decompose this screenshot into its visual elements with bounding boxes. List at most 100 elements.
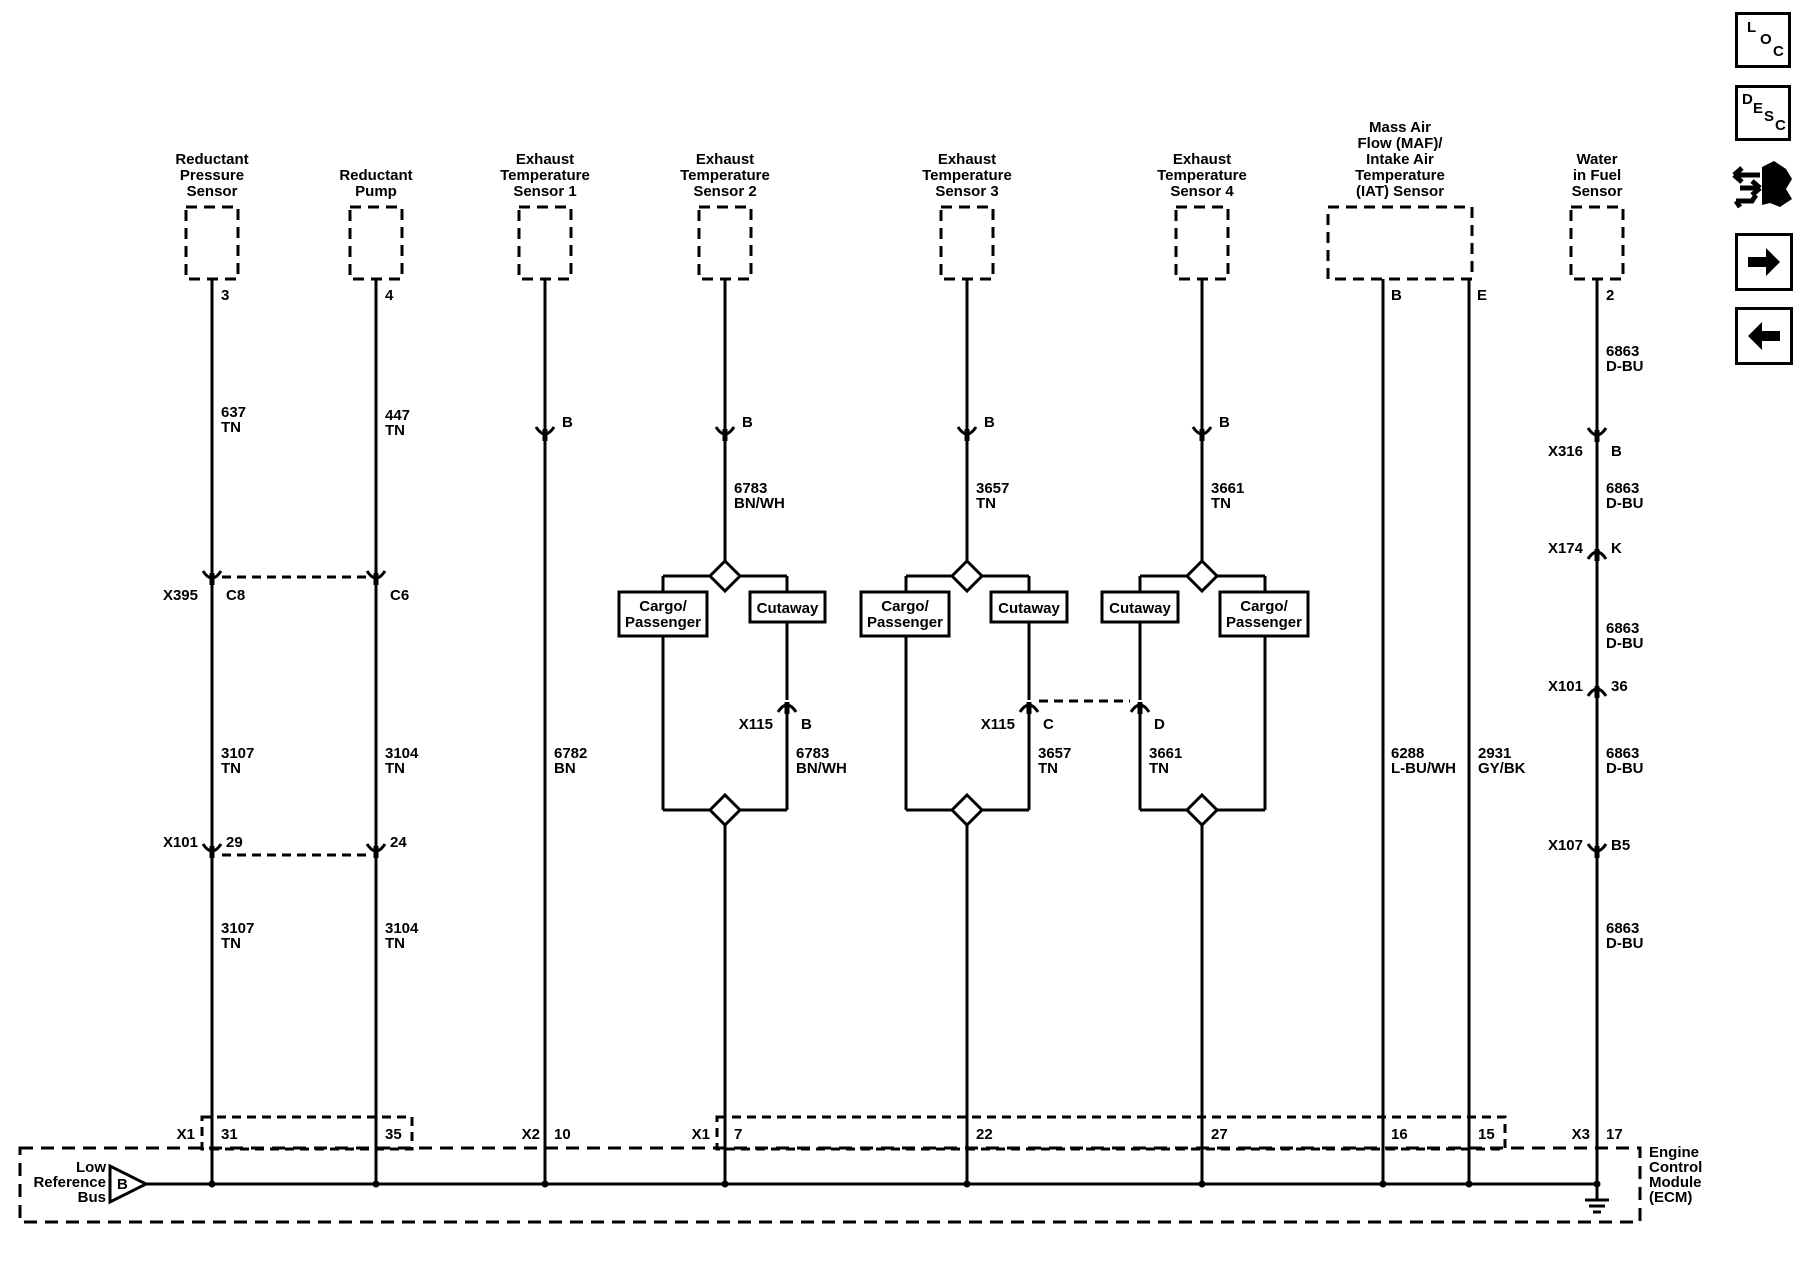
maf-iat-sensor-name: Mass Air (1369, 119, 1431, 136)
x115-b-pin: B (801, 716, 812, 733)
wire-3657a-color: TN (976, 495, 996, 512)
bus-splice-dot (372, 1180, 380, 1188)
bus-splice-dot (541, 1180, 549, 1188)
ets4-cargo-passenger-label: Passenger (1226, 614, 1302, 631)
ecm-pin: 7 (734, 1126, 742, 1143)
connector-pin (1026, 702, 1032, 714)
ecm-x1-label-a: X1 (177, 1126, 195, 1143)
wire-447-circuit: 447 (385, 407, 410, 424)
ets2-cargo-passenger-label: Passenger (625, 614, 701, 631)
ecm-x2-label: X2 (522, 1126, 540, 1143)
wire-6783b-color: BN/WH (796, 760, 847, 777)
ets1-connector-label: B (562, 414, 573, 431)
reductant-pressure-sensor-name: Reductant (175, 151, 248, 168)
connector-pin (784, 702, 790, 714)
wire-6863b-color: D-BU (1606, 495, 1644, 512)
bus-label: Bus (78, 1189, 106, 1206)
bus-label: Low (76, 1159, 106, 1176)
wire-3104b-circuit: 3104 (385, 920, 419, 937)
maf-pin-e: E (1477, 287, 1487, 304)
exhaust-temp-sensor-3-name: Sensor 3 (935, 183, 998, 200)
wire-6288-circuit: 6288 (1391, 745, 1424, 762)
ets3-bottom-splice (949, 792, 985, 828)
connector-x101-36 (1586, 686, 1608, 698)
maf-iat-sensor-name: (IAT) Sensor (1356, 183, 1444, 200)
reductant-pump-body (348, 205, 404, 281)
connector-ets2-b (714, 426, 736, 441)
exhaust-temp-sensor-1-name: Exhaust (516, 151, 574, 168)
wire-6863a-circuit: 6863 (1606, 343, 1639, 360)
ets4-cargo-passenger-box (1218, 590, 1310, 638)
next-page-button[interactable] (1735, 233, 1793, 291)
connector-pin (964, 429, 970, 441)
bus-buffer-label: B (117, 1176, 128, 1193)
wire-6863d-color: D-BU (1606, 760, 1644, 777)
connector-ets4-b (1191, 426, 1213, 441)
ets4-top-splice (1184, 558, 1220, 594)
ecm-pin: 16 (1391, 1126, 1408, 1143)
wire-3661a-color: TN (1211, 495, 1231, 512)
ecm-pin: 10 (554, 1126, 571, 1143)
x107-b5-pin: B5 (1611, 837, 1630, 854)
wire-3661a-circuit: 3661 (1211, 480, 1244, 497)
wire-6288-color: L-BU/WH (1391, 760, 1456, 777)
previous-page-button[interactable] (1735, 307, 1793, 365)
reductant-pump-name: Pump (355, 183, 397, 200)
connector-x101-24 (365, 843, 387, 858)
desc-letter-d: D (1742, 91, 1753, 108)
exhaust-temp-sensor-1-body (517, 205, 573, 281)
wire-3657b-color: TN (1038, 760, 1058, 777)
ecm-outline (18, 1146, 1642, 1224)
maf-iat-sensor-body (1326, 205, 1474, 281)
wire-3104a-circuit: 3104 (385, 745, 419, 762)
exhaust-temp-sensor-4-name: Exhaust (1173, 151, 1231, 168)
wire-6863b-circuit: 6863 (1606, 480, 1639, 497)
ecm-pin: 27 (1211, 1126, 1228, 1143)
connector-end-view-button[interactable] (1730, 155, 1796, 217)
description-button[interactable]: D E S C (1735, 85, 1791, 141)
wire-3107a-color: TN (221, 760, 241, 777)
ets2-cutaway-label: Cutaway (757, 600, 819, 617)
arrow-left-icon (1748, 322, 1780, 350)
x115-d-pin: D (1154, 716, 1165, 733)
x395-c8-pin: C8 (226, 587, 245, 604)
exhaust-temp-sensor-3-name: Temperature (922, 167, 1012, 184)
ecm-name: Control (1649, 1159, 1702, 1176)
x115-c-label: X115 (981, 716, 1015, 733)
connector-x395-c6 (365, 570, 387, 585)
wire-2931-color: GY/BK (1478, 760, 1526, 777)
ets2-connector-label: B (742, 414, 753, 431)
x395-c8-label: X395 (163, 587, 198, 604)
ecm-x1-label-b: X1 (692, 1126, 710, 1143)
wire-637-circuit: 637 (221, 404, 246, 421)
ets3-cargo-passenger-label: Cargo/ (881, 598, 929, 615)
symbols-layer (18, 205, 1642, 1224)
x395-c6-pin: C6 (390, 587, 409, 604)
location-button[interactable]: L O C (1735, 12, 1791, 68)
connector-x395-c8 (201, 570, 223, 585)
wif-pin-2: 2 (1606, 287, 1614, 304)
connector-pin (373, 846, 379, 858)
x316-b-pin: B (1611, 443, 1622, 460)
ets2-cargo-passenger-box (617, 590, 709, 638)
ets3-connector-label: B (984, 414, 995, 431)
connector-pin (1594, 846, 1600, 858)
reductant-pressure-sensor-name: Sensor (187, 183, 238, 200)
bus-splice-dot (963, 1180, 971, 1188)
connector-x101-29 (201, 843, 223, 858)
reductant-pressure-sensor-body (184, 205, 240, 281)
maf-iat-sensor-name: Intake Air (1366, 151, 1434, 168)
pump-pin-4: 4 (385, 287, 394, 304)
water-in-fuel-sensor-body (1569, 205, 1625, 281)
wire-6863c-circuit: 6863 (1606, 620, 1639, 637)
ecm-name: Engine (1649, 1144, 1699, 1161)
rps-pin-3: 3 (221, 287, 229, 304)
ets4-cutaway-box (1100, 590, 1180, 624)
ecm-pin: 22 (976, 1126, 993, 1143)
ecm-pin: 31 (221, 1126, 238, 1143)
wire-6863c-color: D-BU (1606, 635, 1644, 652)
connector-icon (1732, 161, 1792, 209)
exhaust-temp-sensor-2-name: Sensor 2 (693, 183, 756, 200)
wire-6863e-circuit: 6863 (1606, 920, 1639, 937)
